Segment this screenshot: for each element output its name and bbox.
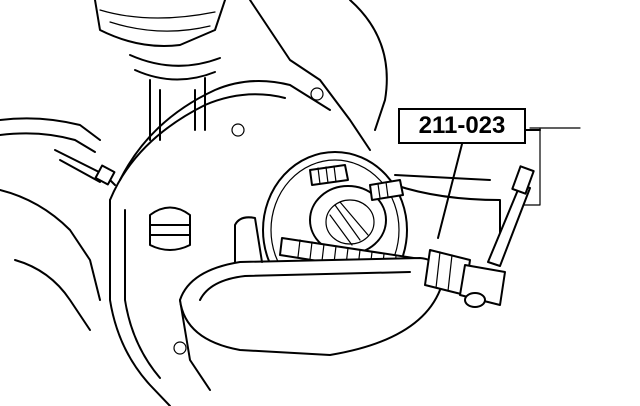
tool-number-label: 211-023 [418, 112, 506, 139]
steering-knuckle [109, 0, 388, 406]
ball-joint [149, 206, 191, 251]
hub-puller-tool [179, 143, 535, 356]
brake-lines [0, 117, 116, 331]
strut-assembly [94, 0, 226, 141]
tool-number-callout: 211-023 [398, 108, 526, 144]
frame-lines [394, 127, 581, 241]
